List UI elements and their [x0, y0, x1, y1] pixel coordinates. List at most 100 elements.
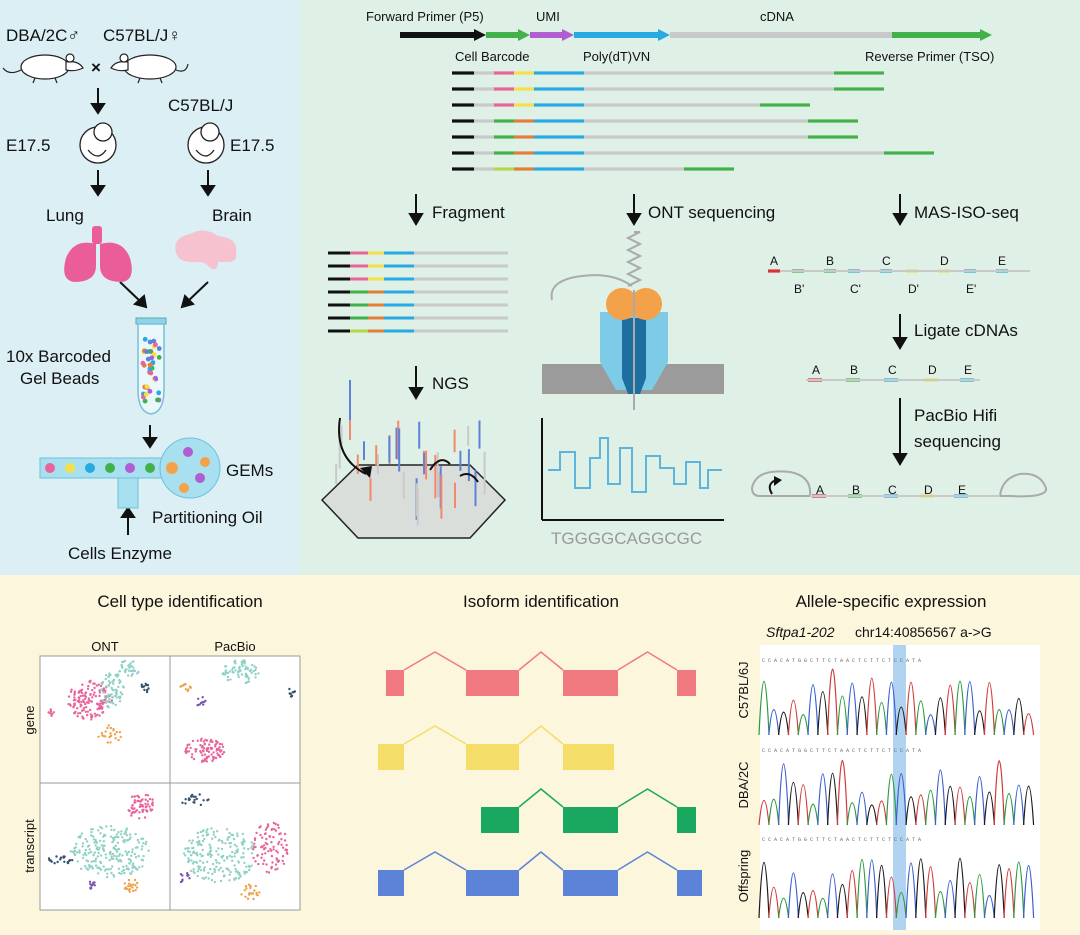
read-segment: [452, 103, 474, 107]
umap-point: [272, 848, 275, 851]
umap-point: [250, 671, 253, 675]
umap-point: [76, 851, 79, 854]
umap-point: [74, 846, 78, 849]
umap-point: [187, 798, 191, 802]
umap-point: [203, 866, 206, 869]
umap-point: [133, 799, 137, 802]
umap-point: [131, 848, 134, 851]
umap-point: [210, 747, 213, 751]
pacbio-line2: sequencing: [914, 432, 1001, 451]
strain-right-label: C57BL/J: [168, 96, 233, 115]
umap-point: [82, 853, 85, 856]
chromatogram-peak: [787, 872, 799, 919]
umap-point: [187, 750, 191, 753]
umap-point: [214, 743, 217, 746]
umap-point: [182, 852, 186, 855]
embryo-right-icon: [187, 122, 225, 164]
chromatogram-peak: [905, 862, 917, 919]
chromatogram-peak: [827, 873, 839, 919]
chromatogram-peak: [944, 684, 956, 736]
umap-point: [254, 676, 257, 679]
umap-point: [202, 747, 206, 750]
umap-point: [219, 866, 222, 870]
umap-point: [257, 672, 260, 675]
umap-point: [84, 695, 88, 698]
umap-point: [78, 849, 81, 852]
umap-point: [113, 828, 116, 832]
ligated-segment-label: E: [964, 363, 972, 377]
chromatogram-peak: [787, 782, 799, 826]
read-segment: [368, 251, 384, 255]
read-segment: [584, 151, 884, 155]
umap-point: [200, 751, 203, 754]
umap-point: [257, 862, 260, 866]
umap-point: [110, 857, 113, 860]
umap-point: [201, 749, 205, 752]
chromatogram-peak: [1023, 713, 1035, 736]
umap-point: [87, 684, 90, 688]
umap-point: [202, 740, 205, 743]
umap-point: [217, 747, 220, 751]
umap-point: [134, 801, 137, 804]
read-segment: [368, 329, 384, 333]
umap-point: [217, 847, 220, 850]
umap-point: [110, 701, 114, 704]
read-segment: [892, 32, 982, 38]
umap-point: [100, 731, 104, 735]
chromatogram-peak: [954, 786, 966, 826]
umap-point: [97, 872, 100, 875]
umap-point: [104, 853, 108, 856]
umap-point: [81, 845, 84, 848]
read-segment: [368, 290, 384, 294]
umap-point: [78, 697, 81, 700]
read-segment: [384, 316, 414, 320]
gel-bead: [147, 369, 152, 375]
umap-point: [102, 847, 105, 850]
umap-point: [55, 855, 58, 858]
umap-point: [108, 859, 111, 862]
umap-point: [185, 746, 189, 749]
umap-point: [89, 882, 92, 886]
umap-point: [98, 839, 102, 842]
mas-segment-label: A: [770, 254, 778, 268]
umap-point: [133, 795, 136, 798]
umap-point: [81, 683, 84, 686]
umap-point: [93, 841, 96, 844]
umap-point: [77, 712, 80, 715]
exon: [378, 870, 404, 896]
umap-point: [281, 855, 285, 858]
chromatogram-peak: [836, 883, 848, 919]
umap-point: [81, 842, 85, 845]
fragment-label: Fragment: [432, 203, 505, 222]
read-segment: [534, 135, 584, 139]
gel-beads-tube-icon: [135, 317, 167, 415]
umap-point: [116, 848, 120, 851]
umap-point: [197, 865, 200, 868]
umap-point: [197, 867, 201, 870]
umap-point: [141, 809, 144, 812]
umap-point: [247, 864, 251, 868]
ont-sequence: TGGGGCAGGCGC: [551, 529, 702, 548]
umap-point: [232, 837, 236, 841]
chromatogram-peak: [876, 800, 888, 826]
umap-point: [91, 688, 94, 692]
umap-point: [62, 855, 65, 858]
umap-point: [101, 711, 104, 714]
umap-point: [197, 843, 200, 846]
umap-point: [132, 666, 135, 669]
umap-point: [255, 891, 258, 895]
read-segment: [414, 264, 508, 268]
umap-point: [90, 834, 93, 837]
gem-droplet: [166, 462, 178, 474]
umap-point: [186, 872, 189, 875]
umap-point: [130, 795, 134, 798]
umap-point: [147, 687, 150, 690]
umap-point: [270, 841, 273, 844]
umap-point: [240, 893, 243, 896]
chromatogram-peak: [1013, 784, 1025, 826]
umap-point: [231, 668, 234, 671]
umap-point: [59, 858, 62, 861]
umap-point: [254, 860, 257, 863]
umap-point: [128, 887, 131, 891]
